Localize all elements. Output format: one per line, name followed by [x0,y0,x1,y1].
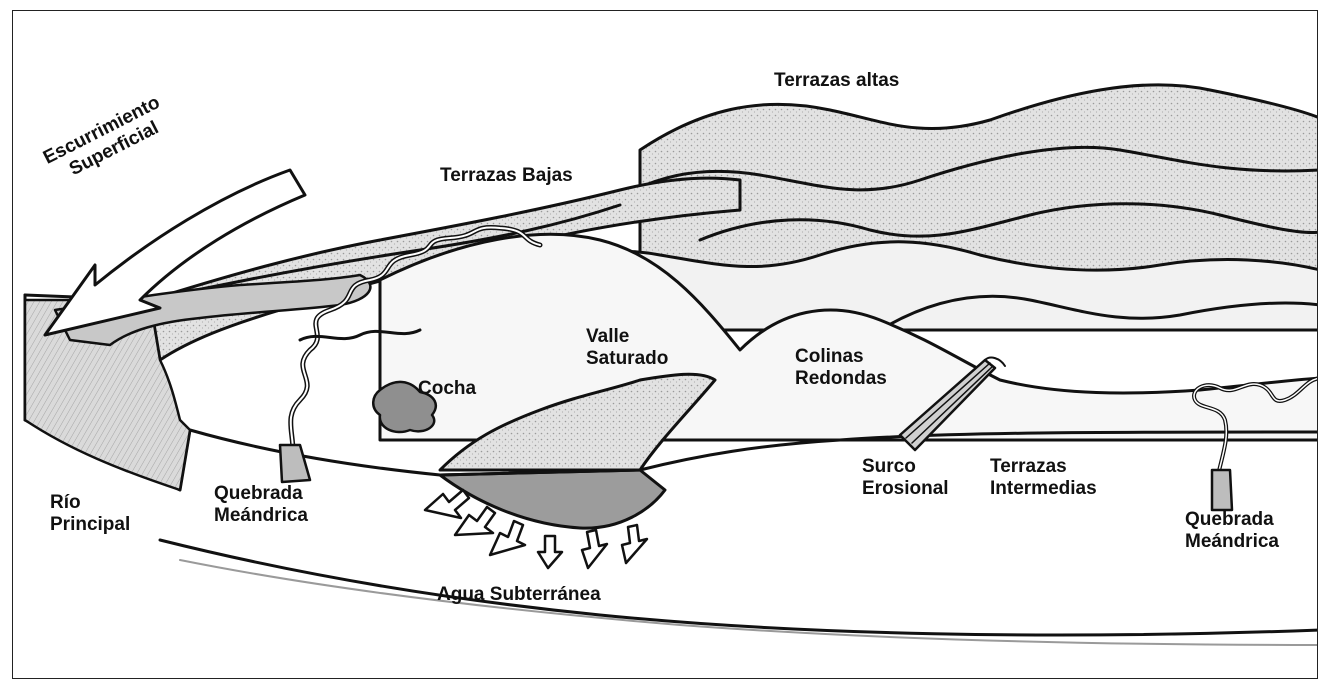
label-colinas-line2: Redondas [795,368,887,390]
label-rio-principal: Río Principal [50,492,130,536]
label-colinas-line1: Colinas [795,346,887,368]
label-quebrada-meandrica-right: Quebrada Meándrica [1185,509,1279,553]
label-quebrada-right-line2: Meándrica [1185,531,1279,553]
label-quebrada-left-line2: Meándrica [214,505,308,527]
label-surco-erosional: Surco Erosional [862,456,949,500]
quebrada-right-mouth [1212,470,1232,510]
label-colinas-redondas: Colinas Redondas [795,346,887,390]
label-valle-line1: Valle [586,326,668,348]
label-terrazas-bajas: Terrazas Bajas [440,165,573,187]
block-base [160,540,1320,635]
label-quebrada-left-line1: Quebrada [214,483,308,505]
label-surco-line1: Surco [862,456,949,478]
label-rio-line1: Río [50,492,130,514]
quebrada-left-mouth [280,445,310,482]
label-valle-line2: Saturado [586,348,668,370]
label-quebrada-right-line1: Quebrada [1185,509,1279,531]
label-agua-subterranea: Agua Subterránea [437,584,601,606]
label-valle-saturado: Valle Saturado [586,326,668,370]
label-rio-line2: Principal [50,514,130,536]
label-terrazas-int-line1: Terrazas [990,456,1097,478]
label-quebrada-meandrica-left: Quebrada Meándrica [214,483,308,527]
label-cocha: Cocha [418,378,476,400]
label-terrazas-intermedias: Terrazas Intermedias [990,456,1097,500]
label-surco-line2: Erosional [862,478,949,500]
label-terrazas-int-line2: Intermedias [990,478,1097,500]
label-terrazas-altas: Terrazas altas [774,70,899,92]
